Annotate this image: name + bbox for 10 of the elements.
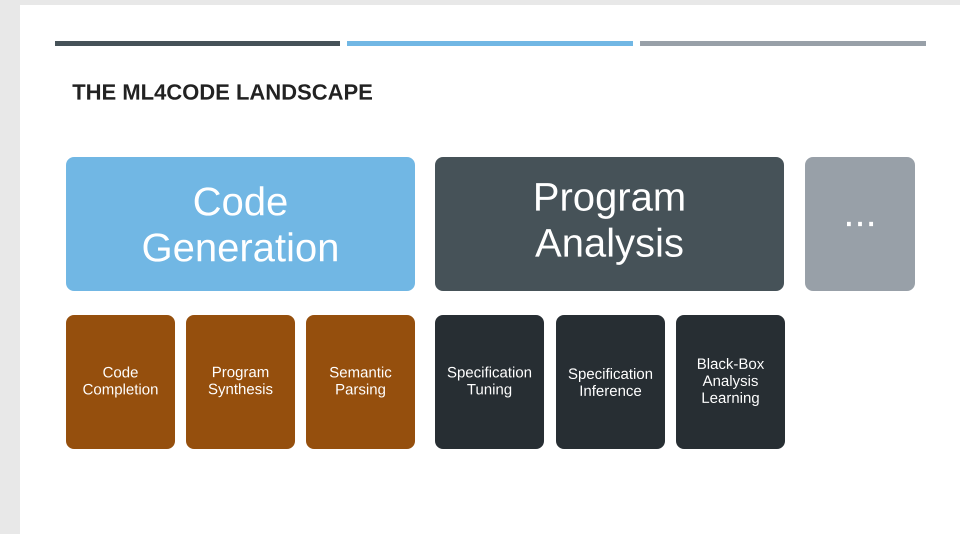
subcategory-box: Semantic Parsing (306, 315, 415, 449)
category-box: Code Generation (66, 157, 415, 291)
category-box: Program Analysis (435, 157, 784, 291)
subcategory-box: Code Completion (66, 315, 175, 449)
subcategory-box: Specification Tuning (435, 315, 544, 449)
subcategory-box: Specification Inference (556, 315, 665, 449)
category-box: ... (805, 157, 915, 291)
subcategory-box: Program Synthesis (186, 315, 295, 449)
title: THE ML4CODE LANDSCAPE (72, 84, 372, 100)
subcategory-box: Black-Box Analysis Learning (676, 315, 785, 449)
